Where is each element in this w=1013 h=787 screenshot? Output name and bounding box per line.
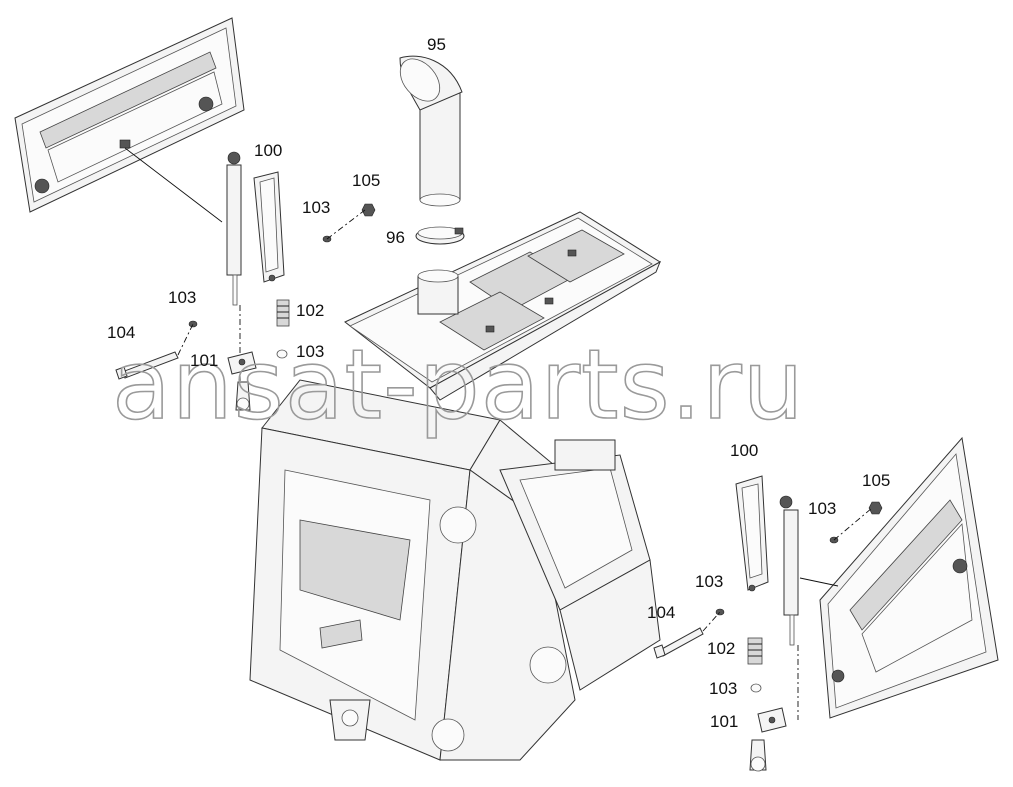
callout-103-f: 103: [709, 679, 737, 698]
callout-101-bot: 101: [710, 712, 738, 731]
left-spring-102: [276, 299, 290, 327]
right-bolt-104: [653, 611, 721, 659]
right-hood-panel: [799, 436, 999, 719]
callout-102-top: 102: [296, 301, 324, 320]
right-bracket-100: [735, 475, 769, 592]
callout-96: 96: [386, 228, 405, 247]
callout-103-a: 103: [302, 198, 330, 217]
callout-101-top: 101: [190, 351, 218, 370]
exhaust-pipe: [399, 55, 463, 207]
callout-103-c: 103: [296, 342, 324, 361]
exhaust-stub: [417, 269, 459, 315]
callout-104-bot: 104: [647, 603, 675, 622]
callout-100-top: 100: [254, 141, 282, 160]
callout-103-e: 103: [695, 572, 723, 591]
right-spring-102: [747, 637, 763, 665]
right-latch-101: [749, 707, 787, 772]
left-gas-strut: [226, 151, 242, 400]
left-latch-101: [227, 351, 257, 411]
callout-105-top: 105: [352, 171, 380, 190]
machine-frame: [249, 379, 661, 761]
callout-100-bot: 100: [730, 441, 758, 460]
callout-105-bot: 105: [862, 471, 890, 490]
left-washers-103: [188, 235, 332, 359]
left-hood-panel: [14, 17, 245, 223]
left-bracket-100: [253, 171, 285, 283]
callout-95: 95: [427, 35, 446, 54]
callout-102-bot: 102: [707, 639, 735, 658]
exhaust-clamp: [415, 226, 465, 245]
watermark-text: ansat-parts.ru: [112, 329, 805, 441]
right-washers-103: [715, 536, 839, 693]
left-nut-105: [326, 203, 376, 240]
right-nut-105: [833, 501, 883, 541]
callout-104-top: 104: [107, 323, 135, 342]
callout-103-b: 103: [168, 288, 196, 307]
right-gas-strut: [779, 495, 799, 720]
hood-deck-plate: [344, 211, 661, 401]
left-bolt-104: [115, 323, 194, 380]
callout-103-d: 103: [808, 499, 836, 518]
